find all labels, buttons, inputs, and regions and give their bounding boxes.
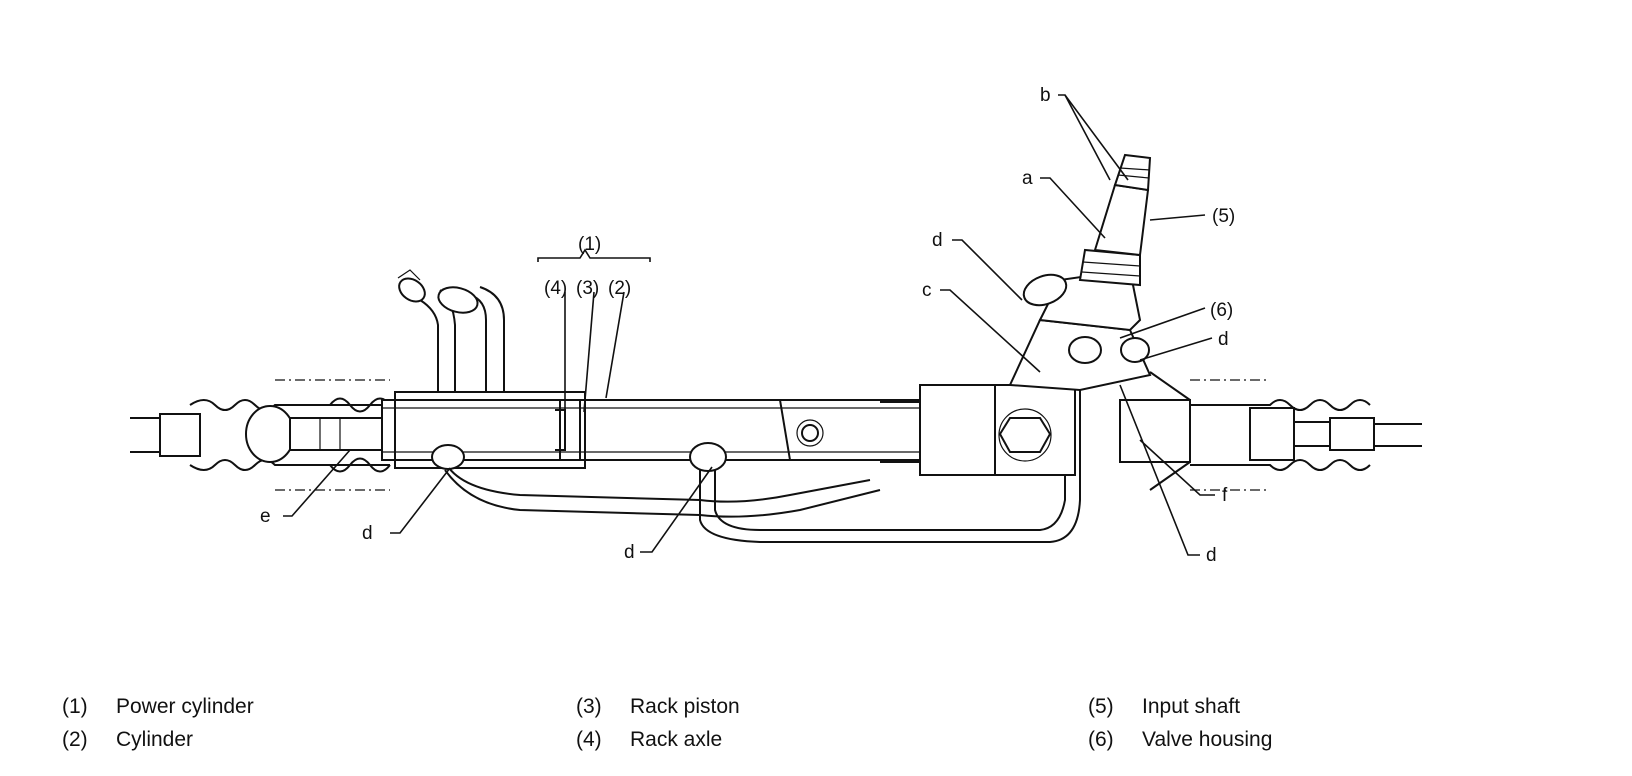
legend-number: (4)	[576, 728, 602, 751]
legend-text: Cylinder	[116, 728, 194, 751]
legend-item: (6) Valve housing	[1088, 723, 1272, 756]
label-n5: (5)	[1212, 206, 1235, 227]
legend-item: (1) Power cylinder	[62, 690, 254, 723]
legend-number: (1)	[62, 695, 88, 718]
label-n3: (3)	[576, 278, 599, 299]
label-n6: (6)	[1210, 300, 1233, 321]
label-b: b	[1040, 85, 1051, 106]
legend-number: (3)	[576, 695, 602, 718]
label-d-bottom-right: d	[1206, 545, 1217, 566]
label-n2: (2)	[608, 278, 631, 299]
legend-column-1: (1) Power cylinder (2) Cylinder	[62, 690, 254, 756]
label-e: e	[260, 506, 271, 527]
label-f: f	[1222, 485, 1228, 506]
steering-gear-drawing	[130, 153, 1422, 543]
label-n1: (1)	[578, 234, 601, 255]
legend-item: (5) Input shaft	[1088, 690, 1272, 723]
label-d-right: d	[1218, 329, 1229, 350]
legend-number: (5)	[1088, 695, 1114, 718]
legend-text: Valve housing	[1142, 728, 1273, 751]
legend-text: Rack axle	[630, 728, 723, 751]
legend-column-2: (3) Rack piston (4) Rack axle	[576, 690, 740, 756]
legend-item: (4) Rack axle	[576, 723, 740, 756]
legend-item: (2) Cylinder	[62, 723, 254, 756]
label-n4: (4)	[544, 278, 567, 299]
label-d-bottom: d	[624, 542, 635, 563]
legend-column-3: (5) Input shaft (6) Valve housing	[1088, 690, 1272, 756]
legend-number: (2)	[62, 728, 88, 751]
label-a: a	[1022, 168, 1033, 189]
leader-lines	[283, 94, 1215, 556]
label-c: c	[922, 280, 932, 301]
legend-text: Power cylinder	[116, 695, 254, 718]
label-d-top: d	[932, 230, 943, 251]
legend-text: Rack piston	[630, 695, 740, 718]
legend-number: (6)	[1088, 728, 1114, 751]
legend-item: (3) Rack piston	[576, 690, 740, 723]
legend-text: Input shaft	[1142, 695, 1241, 718]
steering-gear-diagram: b a (5) d (1) (4) (3) (2) c (6) d f e d …	[130, 85, 1422, 566]
label-d-left: d	[362, 523, 373, 544]
